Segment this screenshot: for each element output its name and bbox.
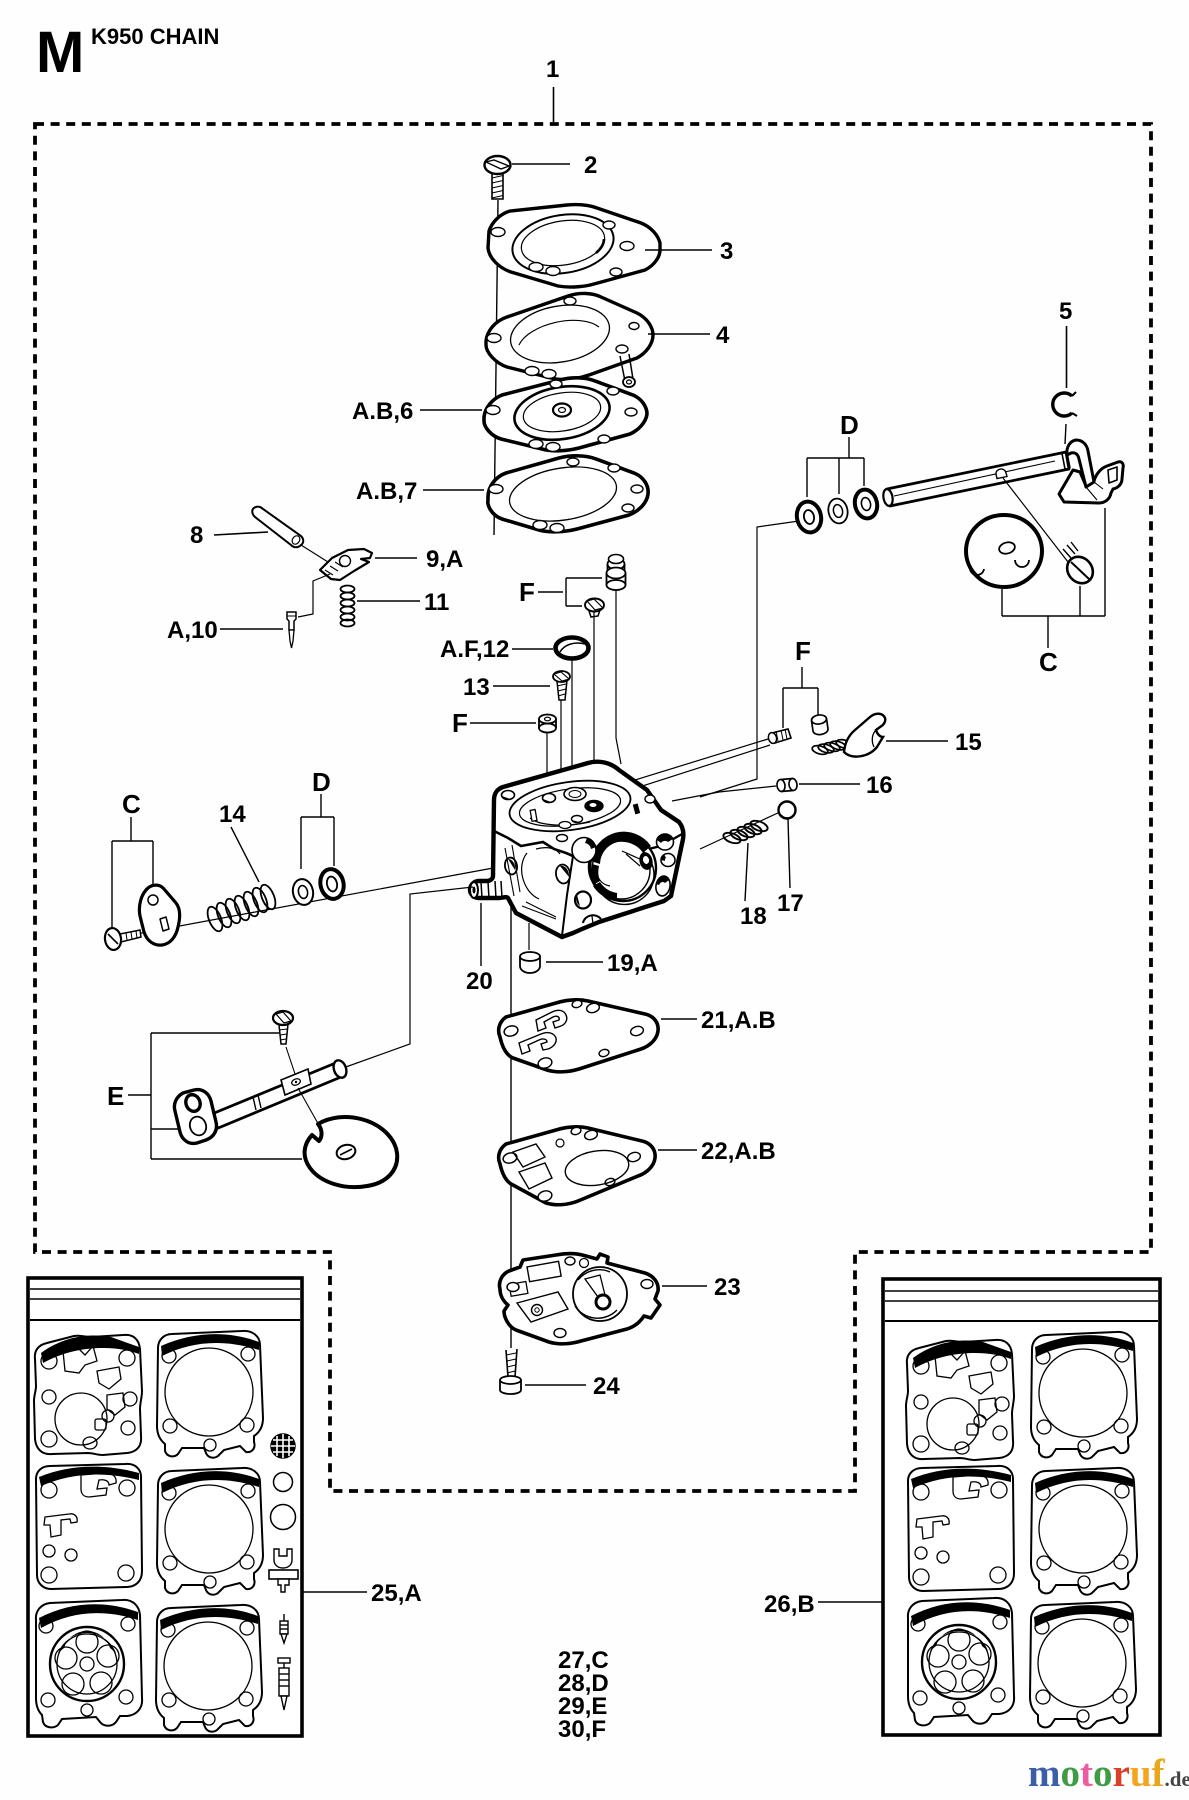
svg-text:5: 5 <box>1059 298 1072 325</box>
svg-text:C: C <box>1039 647 1058 677</box>
svg-text:D: D <box>840 410 859 440</box>
svg-text:26,B: 26,B <box>764 1591 815 1618</box>
svg-text:19,A: 19,A <box>607 950 658 977</box>
svg-text:3: 3 <box>720 238 733 265</box>
svg-text:27,C: 27,C <box>558 1647 609 1674</box>
svg-text:A,10: A,10 <box>167 617 218 644</box>
svg-text:F: F <box>795 636 811 666</box>
svg-text:16: 16 <box>866 772 893 799</box>
svg-text:20: 20 <box>466 968 493 995</box>
svg-text:1: 1 <box>546 56 559 83</box>
svg-text:D: D <box>312 767 331 797</box>
svg-text:8: 8 <box>190 522 203 549</box>
svg-text:22,A.B: 22,A.B <box>701 1138 776 1165</box>
svg-text:2: 2 <box>584 152 597 179</box>
svg-text:30,F: 30,F <box>558 1716 606 1743</box>
svg-text:9,A: 9,A <box>426 546 463 573</box>
svg-text:25,A: 25,A <box>371 1580 422 1607</box>
svg-text:K950 CHAIN: K950 CHAIN <box>91 24 219 49</box>
svg-text:A.F,12: A.F,12 <box>440 636 509 663</box>
svg-text:21,A.B: 21,A.B <box>701 1007 776 1034</box>
svg-text:11: 11 <box>424 589 449 616</box>
svg-text:18: 18 <box>740 903 767 930</box>
svg-text:14: 14 <box>219 801 246 828</box>
svg-text:24: 24 <box>593 1373 620 1400</box>
svg-text:C: C <box>122 789 141 819</box>
svg-text:13: 13 <box>463 674 490 701</box>
svg-text:A.B,6: A.B,6 <box>352 398 413 425</box>
svg-text:4: 4 <box>716 322 730 349</box>
svg-text:E: E <box>107 1081 124 1111</box>
svg-text:17: 17 <box>777 890 804 917</box>
svg-text:23: 23 <box>714 1274 741 1301</box>
svg-text:15: 15 <box>955 729 982 756</box>
svg-text:A.B,7: A.B,7 <box>356 478 417 505</box>
svg-text:motoruf.de: motoruf.de <box>1028 1752 1189 1795</box>
svg-text:F: F <box>519 577 535 607</box>
svg-text:F: F <box>452 708 468 738</box>
svg-text:29,E: 29,E <box>558 1693 607 1720</box>
svg-text:M: M <box>36 20 84 85</box>
svg-text:28,D: 28,D <box>558 1670 609 1697</box>
